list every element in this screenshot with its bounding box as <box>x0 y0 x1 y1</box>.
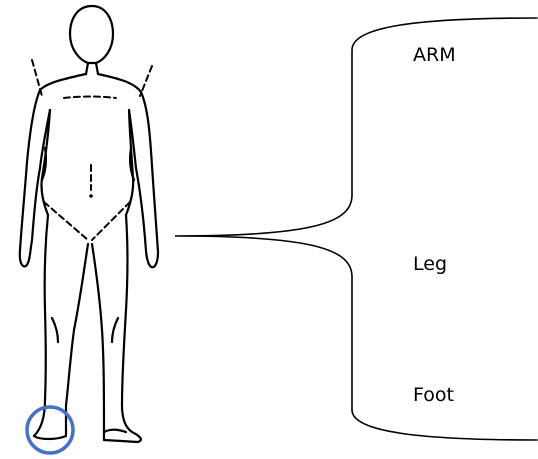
foot-label: Foot <box>413 386 454 405</box>
left-shoulder-arm-outline <box>20 74 86 266</box>
groin-left-divider <box>44 202 88 240</box>
human-figure-icon <box>20 6 158 442</box>
chest-divider <box>64 97 116 99</box>
arm-label: ARM <box>413 46 456 65</box>
navel-dot <box>89 194 93 198</box>
leg-label: Leg <box>413 255 447 274</box>
right-leg-inner <box>92 244 104 440</box>
right-knee-mark <box>112 318 118 342</box>
left-leg-outer <box>34 215 48 436</box>
curly-brace <box>175 18 537 440</box>
right-foot-toe <box>104 430 126 432</box>
groin-right-divider <box>92 202 130 240</box>
neck-outline <box>86 63 98 74</box>
left-leg-inner <box>66 244 88 405</box>
left-knee-mark <box>52 318 58 342</box>
right-leg-outer <box>104 215 141 442</box>
head-outline <box>70 6 113 63</box>
left-shoulder-divider <box>32 60 42 96</box>
